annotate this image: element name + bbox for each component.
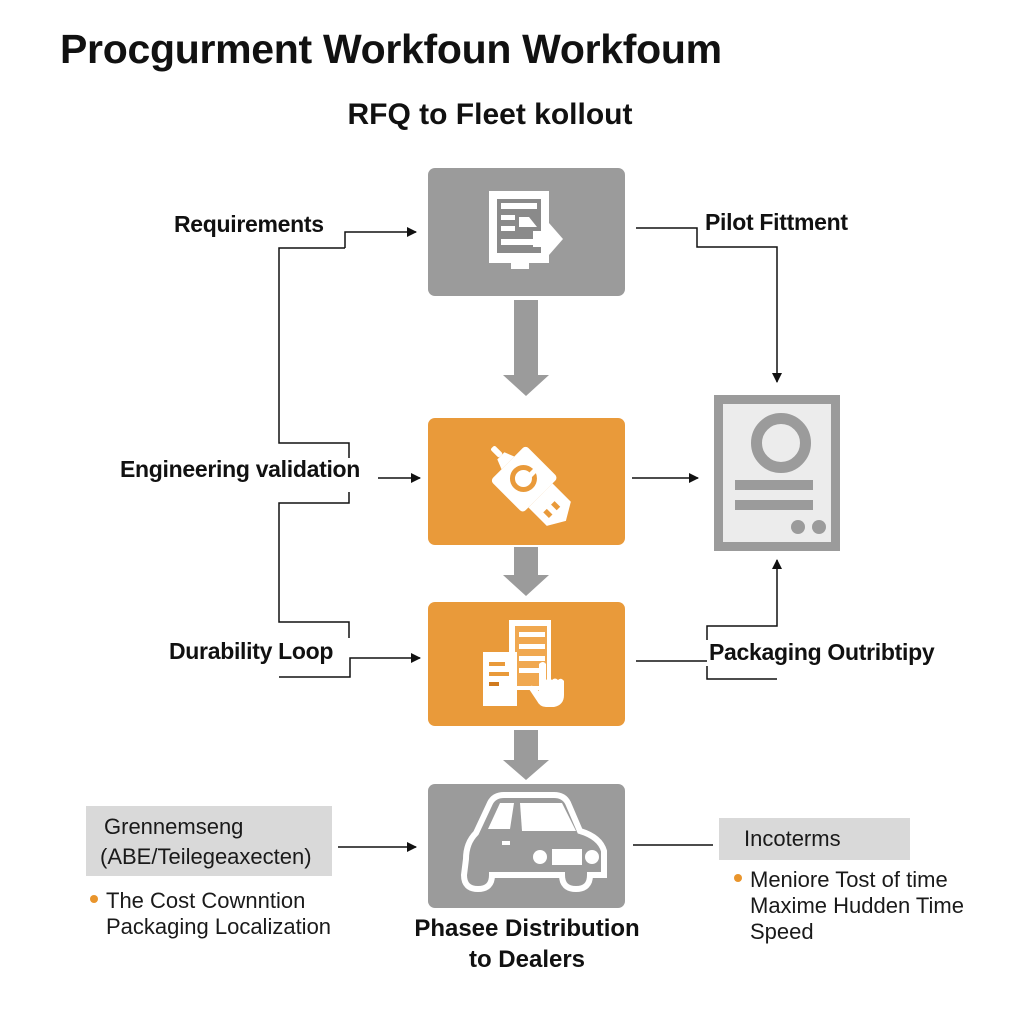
distribution-caption: Phasee Distribution to Dealers bbox=[370, 913, 684, 975]
step-engineering-box[interactable] bbox=[428, 418, 625, 545]
left-bullet-line2: Packaging Localization bbox=[106, 914, 332, 939]
label-packaging: Packaging Outribtipy bbox=[709, 639, 935, 665]
left-bullet-line1: The Cost Cownntion bbox=[106, 888, 306, 913]
connector-pilot-fitment bbox=[636, 227, 782, 383]
step-rfq-box[interactable] bbox=[428, 168, 625, 296]
homologation-tag-line1: Grennemseng bbox=[104, 814, 244, 839]
distribution-caption-line1: Phasee Distribution bbox=[414, 915, 640, 942]
car-icon bbox=[460, 791, 607, 892]
left-note-bullets: The Cost Cownntion Packaging Localizatio… bbox=[90, 888, 331, 940]
label-pilot-fitment: Pilot Fittment bbox=[705, 209, 848, 235]
flow-arrow-1 bbox=[503, 300, 549, 396]
distribution-caption-line2: to Dealers bbox=[468, 946, 586, 973]
pilot-fitment-card[interactable] bbox=[714, 395, 840, 551]
connector-durability bbox=[279, 653, 421, 678]
right-bullet-line3: Speed bbox=[750, 919, 814, 944]
connector-requirements bbox=[344, 227, 417, 248]
flow-arrow-3 bbox=[503, 730, 549, 780]
document-monitor-arrow-icon bbox=[488, 191, 563, 269]
label-engineering-validation: Engineering validation bbox=[120, 456, 361, 482]
connector-left-loop-bottom bbox=[278, 492, 350, 638]
diagram-title: Procgurment Workfoun Workfoum bbox=[60, 26, 722, 72]
usb-key-icon bbox=[490, 445, 571, 526]
connector-left-loop-top bbox=[278, 247, 350, 458]
bullet-dot bbox=[734, 874, 742, 883]
flow-arrow-2 bbox=[503, 547, 549, 596]
documents-hand-icon bbox=[482, 620, 564, 707]
step-distribution-box[interactable] bbox=[428, 784, 625, 908]
label-requirements: Requirements bbox=[174, 211, 324, 237]
right-bullet-line2: Maxime Hudden Time bbox=[750, 893, 964, 918]
diagram-subtitle: RFQ to Fleet kollout bbox=[347, 98, 633, 131]
card-dot bbox=[791, 520, 805, 534]
label-durability-loop: Durability Loop bbox=[169, 638, 334, 664]
incoterms-tag: Incoterms bbox=[719, 818, 910, 860]
card-line bbox=[735, 480, 813, 490]
connector-packaging-bracket bbox=[706, 666, 777, 680]
homologation-tag-line2: (ABE/Teilegeaxecten) bbox=[100, 844, 312, 869]
card-dot bbox=[812, 520, 826, 534]
connector-packaging bbox=[706, 559, 782, 640]
bullet-dot bbox=[90, 895, 98, 904]
profile-card-icon bbox=[723, 404, 831, 542]
card-line bbox=[735, 500, 813, 510]
incoterms-tag-text: Incoterms bbox=[744, 826, 841, 851]
avatar-circle bbox=[751, 413, 811, 473]
right-bullet-line1: Meniore Tost of time bbox=[750, 867, 948, 892]
homologation-tag: Grennemseng (ABE/Teilegeaxecten) bbox=[86, 806, 332, 876]
right-note-bullets: Meniore Tost of time Maxime Hudden Time … bbox=[734, 867, 964, 945]
step-durability-box[interactable] bbox=[428, 602, 625, 726]
